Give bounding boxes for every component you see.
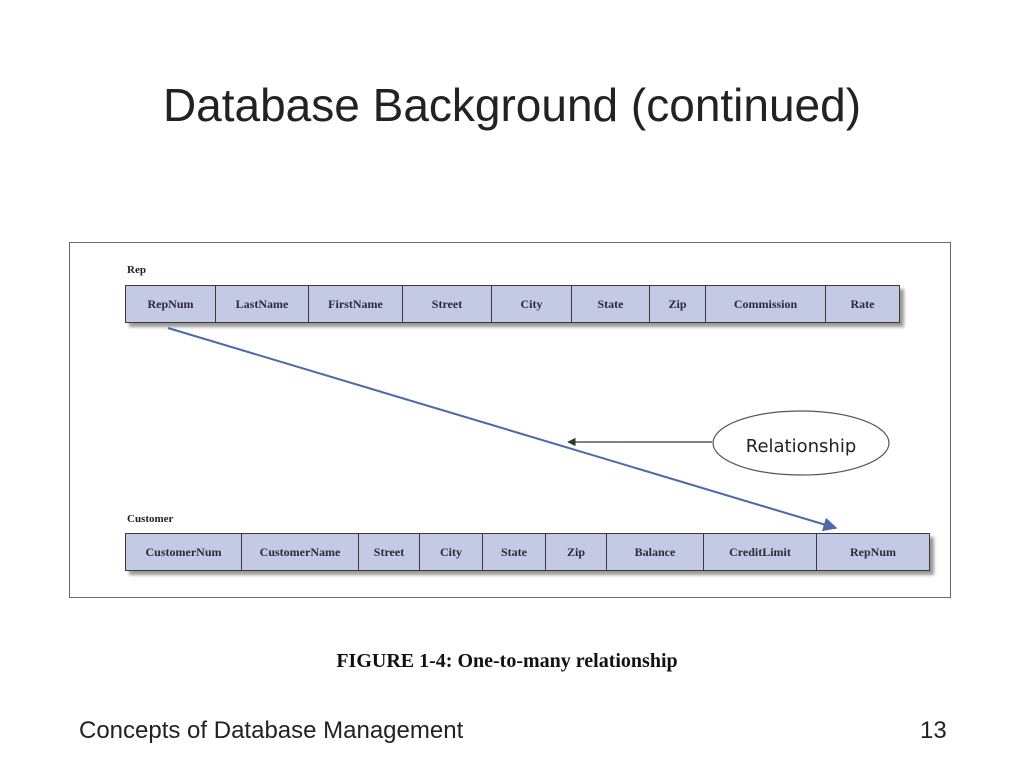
rep-column-lastname: LastName [216, 286, 309, 322]
customer-column-zip: Zip [546, 534, 607, 570]
customer-column-repnum: RepNum [849, 545, 896, 559]
relationship-graphics [167, 327, 890, 532]
rep-column-repnum: RepNum [126, 286, 216, 322]
customer-column-balance: Balance [607, 534, 704, 570]
figure-caption: FIGURE 1-4: One-to-many relationship [336, 650, 678, 672]
customer-column-customername: CustomerName [242, 534, 359, 570]
rep-column-rate: Rate [850, 297, 875, 311]
customer-column-city: City [420, 534, 483, 570]
rep-column-city: City [492, 286, 572, 322]
relationship-ellipse [712, 410, 890, 476]
customer-column-state: State [483, 534, 546, 570]
rep-column-zip: Zip [650, 286, 706, 322]
figure-frame: Rep RepNum LastName FirstName Street Cit… [69, 242, 951, 598]
customer-column-street: Street [359, 534, 420, 570]
relationship-line [167, 327, 838, 532]
rep-column-street: Street [403, 286, 492, 322]
customer-column-customernum: CustomerNum [126, 534, 242, 570]
customer-table-label: Customer [127, 513, 174, 525]
customer-table: CustomerNum CustomerName Street City Sta… [125, 533, 930, 571]
rep-table-label: Rep [127, 264, 146, 276]
page-number: 13 [920, 717, 947, 744]
relationship-label: Relationship [745, 436, 857, 457]
footer-course-title: Concepts of Database Management [79, 717, 464, 744]
customer-column-creditlimit: CreditLimit [704, 534, 817, 570]
rep-column-firstname: FirstName [309, 286, 403, 322]
slide-title: Database Background (continued) [162, 79, 862, 131]
rep-table: RepNum LastName FirstName Street City St… [125, 285, 900, 323]
rep-column-state: State [572, 286, 650, 322]
rep-column-commission: Commission [706, 286, 826, 322]
